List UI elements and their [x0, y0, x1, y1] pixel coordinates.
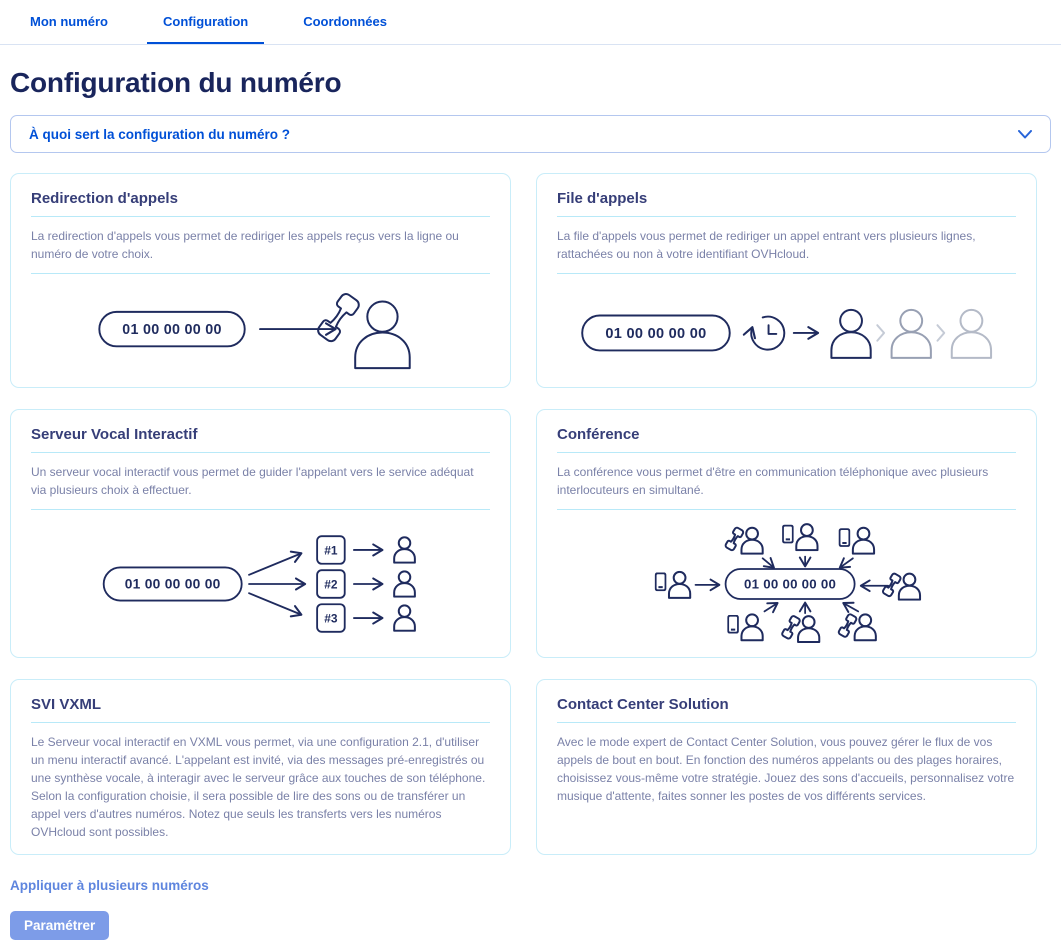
card-title: Contact Center Solution: [557, 696, 729, 714]
person-icon: [889, 308, 932, 360]
option-1-label: #1: [324, 544, 338, 558]
file-appels-illustration: 01 00 00 00 00: [557, 283, 1016, 375]
person-icon: [795, 523, 818, 551]
phone-handset-icon: [314, 290, 363, 345]
accordion-label: À quoi sert la configuration du numéro ?: [29, 126, 291, 142]
person-icon: [667, 571, 691, 599]
tab-coordonnees[interactable]: Coordonnées: [303, 13, 388, 29]
card-title: SVI VXML: [31, 696, 102, 714]
card-description: Le Serveur vocal interactif en VXML vous…: [31, 735, 486, 840]
card-conference[interactable]: Conférence La conférence vous permet d'ê…: [536, 409, 1037, 659]
card-description: La conférence vous permet d'être en comm…: [557, 465, 989, 498]
mobile-phone-icon: [781, 524, 794, 544]
mobile-phone-icon: [838, 528, 850, 548]
separator: [557, 273, 1016, 275]
person-icon: [393, 570, 415, 598]
person-icon: [796, 615, 820, 643]
configure-button[interactable]: Paramétrer: [10, 911, 110, 940]
card-title: Serveur Vocal Interactif: [31, 426, 198, 444]
option-2-label: #2: [324, 578, 338, 592]
separator: [557, 722, 1016, 724]
phone-number-pill: 01 00 00 00 00: [605, 326, 706, 342]
configuration-cards: Redirection d'appels La redirection d'ap…: [10, 173, 1037, 856]
card-description: La file d'appels vous permet de redirige…: [557, 229, 976, 262]
chevron-down-icon: [1018, 129, 1032, 139]
help-accordion[interactable]: À quoi sert la configuration du numéro ?: [10, 115, 1051, 154]
phone-number-pill: 01 00 00 00 00: [744, 577, 836, 592]
separator: [31, 452, 490, 454]
person-icon: [393, 605, 415, 632]
tab-configuration[interactable]: Configuration: [147, 0, 265, 44]
person-icon: [740, 613, 763, 642]
card-serveur-vocal-interactif[interactable]: Serveur Vocal Interactif Un serveur voca…: [10, 409, 511, 659]
person-icon: [897, 573, 921, 601]
person-icon: [853, 613, 876, 642]
mobile-phone-icon: [654, 572, 666, 592]
separator: [557, 452, 1016, 454]
tab-mon-numero[interactable]: Mon numéro: [30, 13, 108, 29]
option-3-label: #3: [324, 612, 338, 626]
person-icon: [353, 300, 412, 370]
tab-bar: Mon numéro Configuration Coordonnées: [0, 0, 1061, 45]
phone-number-pill: 01 00 00 00 00: [124, 577, 220, 592]
chevron-right-icon: [935, 324, 945, 342]
card-svi-vxml[interactable]: SVI VXML Le Serveur vocal interactif en …: [10, 679, 511, 856]
footer: Appliquer à plusieurs numéros Paramétrer: [10, 877, 1061, 940]
card-file-appels[interactable]: File d'appels La file d'appels vous perm…: [536, 173, 1037, 389]
person-icon: [950, 308, 992, 360]
person-icon: [393, 536, 415, 564]
waiting-clock-icon: [742, 315, 785, 351]
person-icon: [740, 527, 763, 555]
page-title: Configuration du numéro: [10, 67, 342, 98]
card-contact-center-solution[interactable]: Contact Center Solution Avec le mode exp…: [536, 679, 1037, 856]
conference-illustration: 01 00 00 00 00: [557, 519, 1016, 645]
card-redirection-appels[interactable]: Redirection d'appels La redirection d'ap…: [10, 173, 511, 389]
separator: [31, 509, 490, 511]
person-icon: [829, 308, 872, 360]
card-title: File d'appels: [557, 190, 648, 208]
card-title: Conférence: [557, 426, 640, 444]
redirection-illustration: 01 00 00 00 00: [31, 283, 490, 375]
card-description: La redirection d'appels vous permet de r…: [31, 229, 459, 262]
separator: [31, 273, 490, 275]
separator: [557, 509, 1016, 511]
card-description: Avec le mode expert de Contact Center So…: [557, 735, 1015, 804]
separator: [557, 216, 1016, 218]
card-description: Un serveur vocal interactif vous permet …: [31, 465, 474, 498]
apply-multiple-numbers-link[interactable]: Appliquer à plusieurs numéros: [10, 878, 209, 894]
phone-number-pill: 01 00 00 00 00: [122, 322, 222, 338]
chevron-right-icon: [875, 324, 885, 342]
card-title: Redirection d'appels: [31, 190, 178, 208]
mobile-phone-icon: [726, 615, 739, 634]
separator: [31, 722, 490, 724]
person-icon: [851, 527, 875, 555]
svi-illustration: 01 00 00 00 00 #1 #2 #3: [31, 519, 490, 645]
separator: [31, 216, 490, 218]
